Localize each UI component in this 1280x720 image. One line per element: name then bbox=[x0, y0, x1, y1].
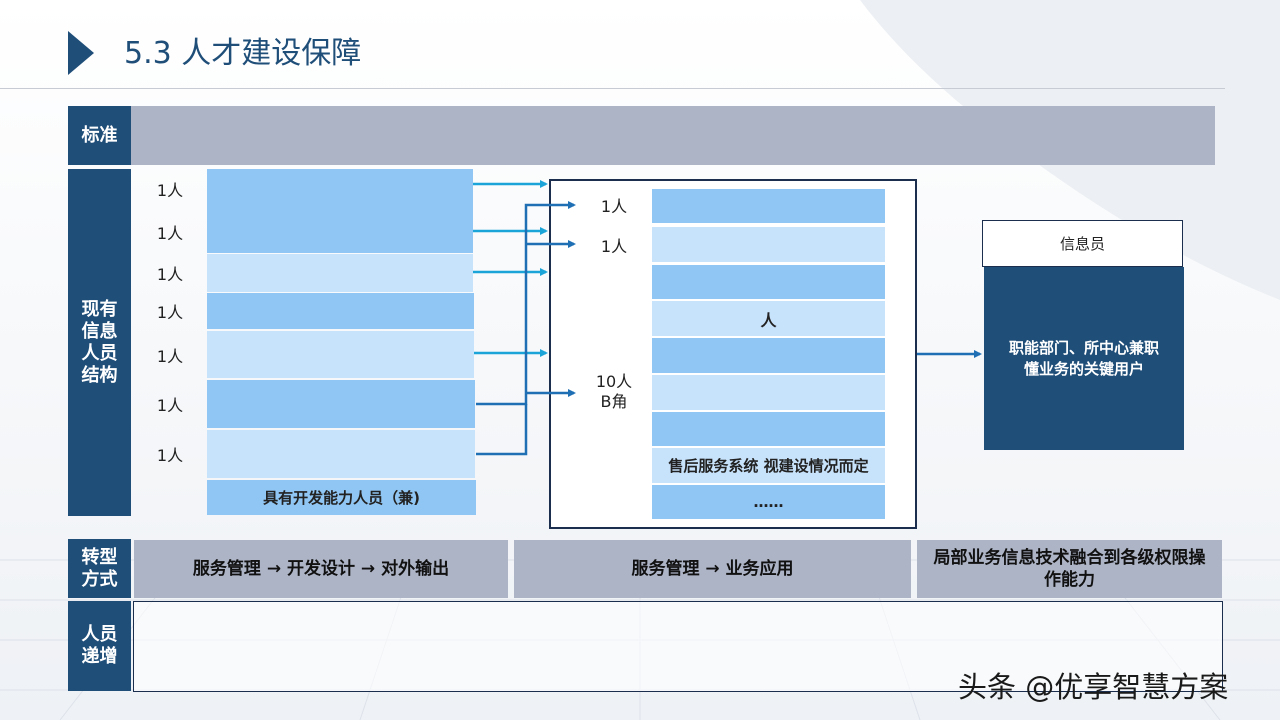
middle-count-sub: B角 bbox=[600, 392, 628, 411]
row-header-standard: 标准 bbox=[68, 106, 131, 165]
watermark: 头条 @优享智慧方案 bbox=[958, 670, 1229, 704]
middle-bar-6 bbox=[652, 375, 885, 410]
staff-increase-area bbox=[133, 601, 1223, 692]
middle-bar-person: 人 bbox=[652, 301, 885, 336]
left-count-3: 1人 bbox=[156, 264, 184, 284]
row-header-transformation: 转型方式 bbox=[68, 539, 131, 598]
transformation-path-2: 服务管理 → 业务应用 bbox=[514, 540, 911, 598]
left-count-2: 1人 bbox=[156, 224, 184, 243]
middle-count-1: 1人 bbox=[600, 197, 628, 216]
left-count-1: 1人 bbox=[156, 181, 184, 200]
title-divider bbox=[0, 88, 1225, 89]
row-header-current-structure: 现有信息人员结构 bbox=[68, 169, 131, 516]
left-bar-4 bbox=[207, 331, 474, 378]
middle-bar-1 bbox=[652, 189, 885, 223]
key-users-box: 职能部门、所中心兼职懂业务的关键用户 bbox=[984, 267, 1184, 450]
left-bar-5 bbox=[207, 380, 475, 428]
middle-bar-3 bbox=[652, 265, 885, 299]
left-bar-2 bbox=[207, 254, 473, 292]
transformation-path-3: 局部业务信息技术融合到各级权限操作能力 bbox=[917, 540, 1222, 598]
row-header-staff-increase: 人员递增 bbox=[68, 601, 131, 691]
left-bar-3 bbox=[207, 293, 474, 329]
left-count-6: 1人 bbox=[156, 396, 184, 415]
middle-count-2: 1人 bbox=[600, 237, 628, 256]
left-footer-bar: 具有开发能力人员（兼) bbox=[207, 480, 476, 515]
middle-count-3: 10人 bbox=[595, 372, 633, 391]
middle-bar-after-sales: 售后服务系统 视建设情况而定 bbox=[652, 448, 885, 483]
left-count-4: 1人 bbox=[156, 303, 184, 322]
left-count-5: 1人 bbox=[156, 346, 184, 366]
left-bar-1 bbox=[207, 169, 473, 253]
middle-bar-5 bbox=[652, 338, 885, 373]
arrow-blue-4 bbox=[476, 404, 528, 456]
arrow-blue-1 bbox=[476, 201, 576, 406]
middle-bar-ellipsis: …… bbox=[652, 485, 885, 519]
left-bar-6 bbox=[207, 430, 475, 478]
title-triangle-icon bbox=[68, 31, 94, 75]
middle-bar-7 bbox=[652, 412, 885, 446]
middle-bar-2 bbox=[652, 227, 885, 262]
left-count-7: 1人 bbox=[156, 446, 184, 465]
page-title: 5.3 人才建设保障 bbox=[124, 36, 362, 71]
info-officer-box: 信息员 bbox=[982, 220, 1183, 267]
middle-count-group: 10人 B角 bbox=[578, 264, 650, 520]
transformation-path-1: 服务管理 → 开发设计 → 对外输出 bbox=[134, 540, 508, 598]
standard-bar bbox=[131, 106, 1215, 165]
